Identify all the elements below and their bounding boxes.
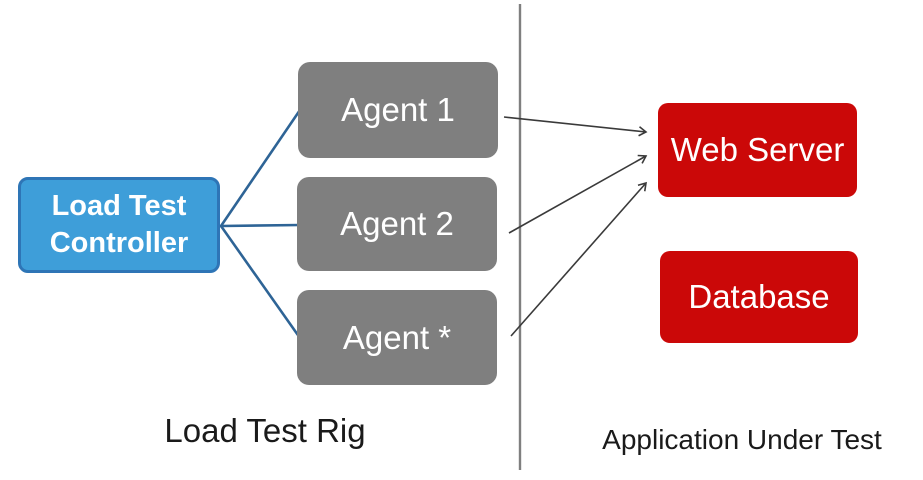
agent-1-box: Agent 1	[298, 62, 498, 158]
agent2-to-webserver-arrow	[508, 154, 648, 234]
load-test-controller-box: Load Test Controller	[18, 177, 220, 273]
controller-label-line1: Load Test	[51, 189, 187, 222]
controller-label-line2: Controller	[49, 227, 189, 259]
controller-to-agent1-connector	[219, 108, 302, 228]
agent-2-box: Agent 2	[297, 177, 497, 271]
web-server-box: Web Server	[658, 103, 857, 197]
database-label: Database	[688, 278, 830, 315]
agent-1-label: Agent 1	[341, 91, 455, 128]
agent1-to-webserver-arrow	[503, 116, 648, 137]
caption-load-test-rig: Load Test Rig	[164, 412, 366, 449]
controller-to-agent2-connector	[219, 223, 302, 228]
agent-wildcard-label: Agent *	[342, 318, 452, 356]
controller-to-agent3-connector	[219, 224, 302, 340]
agent3-to-webserver-arrow	[510, 181, 647, 337]
agent-2-label: Agent 2	[340, 205, 454, 242]
web-server-label: Web Server	[670, 131, 845, 168]
caption-application-under-test: Application Under Test	[602, 424, 882, 455]
database-box: Database	[660, 251, 858, 343]
agent-wildcard-box: Agent *	[297, 290, 497, 385]
